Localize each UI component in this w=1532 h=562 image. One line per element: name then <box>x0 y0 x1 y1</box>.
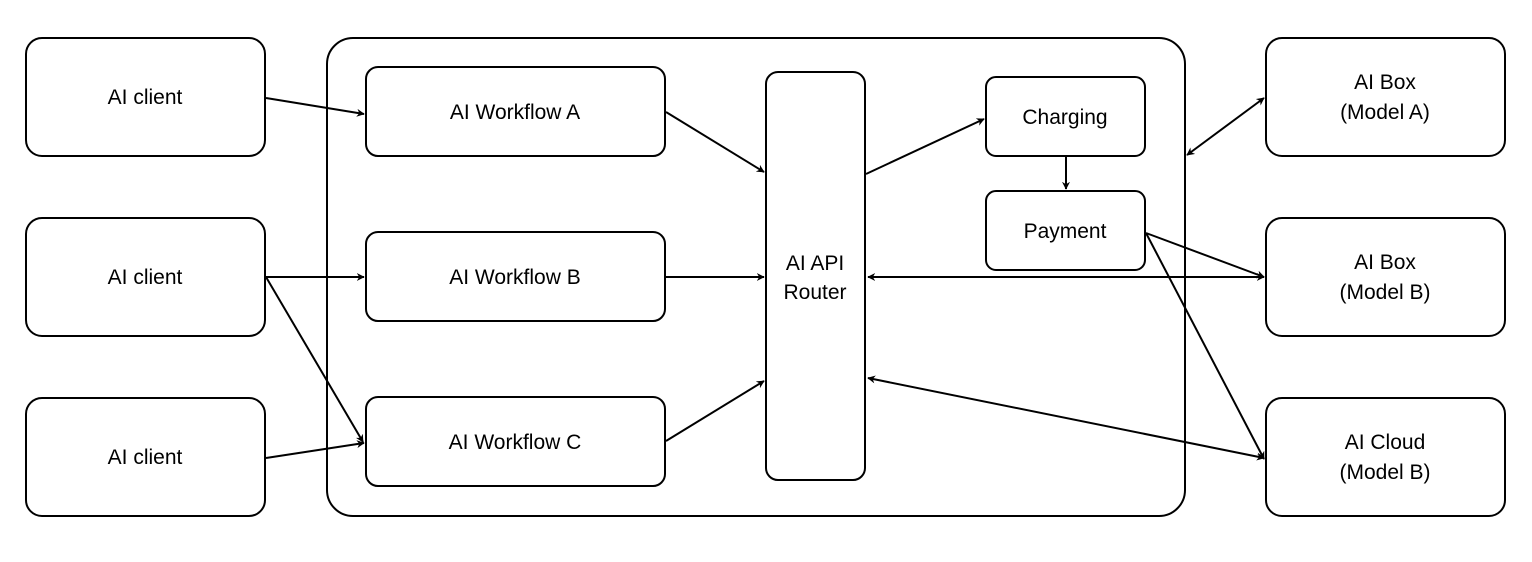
charging-label: Charging <box>1022 106 1107 129</box>
ai-box-model-b-label-line-1: AI Box <box>1354 251 1416 274</box>
payment-label: Payment <box>1024 220 1107 243</box>
edge-platform-to-box-a <box>1186 97 1265 156</box>
edge-client-2-to-workflow-c <box>265 276 364 443</box>
workflow-c-node[interactable]: AI Workflow C <box>365 396 666 487</box>
edge-payment-to-box-b <box>1145 232 1265 279</box>
router-label-line-1: AI API <box>786 252 844 275</box>
workflow-b-label: AI Workflow B <box>449 266 580 289</box>
client-node-3-label: AI client <box>108 446 183 469</box>
client-node-2[interactable]: AI client <box>25 217 266 337</box>
workflow-a-node[interactable]: AI Workflow A <box>365 66 666 157</box>
charging-node[interactable]: Charging <box>985 76 1146 157</box>
edge-workflow-c-to-router <box>665 380 765 442</box>
ai-box-model-a-label-line-2: (Model A) <box>1340 101 1430 124</box>
ai-box-model-b-node[interactable]: AI Box (Model B) <box>1265 217 1506 337</box>
edge-client-1-to-workflow-a <box>265 97 365 117</box>
ai-box-model-a-node[interactable]: AI Box (Model A) <box>1265 37 1506 157</box>
edges-layer <box>265 97 1265 461</box>
client-node-2-label: AI client <box>108 266 183 289</box>
workflow-c-label: AI Workflow C <box>449 431 582 454</box>
client-node-1[interactable]: AI client <box>25 37 266 157</box>
edge-client-3-to-workflow-c <box>265 440 365 459</box>
workflow-a-label: AI Workflow A <box>450 101 580 124</box>
ai-cloud-model-b-label-line-2: (Model B) <box>1339 461 1430 484</box>
ai-cloud-model-b-node[interactable]: AI Cloud (Model B) <box>1265 397 1506 517</box>
workflow-b-node[interactable]: AI Workflow B <box>365 231 666 322</box>
client-node-3[interactable]: AI client <box>25 397 266 517</box>
router-label-line-2: Router <box>783 281 846 304</box>
edge-workflow-a-to-router <box>665 111 765 173</box>
ai-box-model-b-label-line-2: (Model B) <box>1339 281 1430 304</box>
router-node[interactable]: AI API Router <box>765 71 866 481</box>
edge-router-to-charging <box>865 118 985 175</box>
ai-box-model-a-label-line-1: AI Box <box>1354 71 1416 94</box>
ai-cloud-model-b-label-line-1: AI Cloud <box>1345 431 1426 454</box>
client-node-1-label: AI client <box>108 86 183 109</box>
payment-node[interactable]: Payment <box>985 190 1146 271</box>
edge-router-to-cloud-b <box>867 375 1265 461</box>
